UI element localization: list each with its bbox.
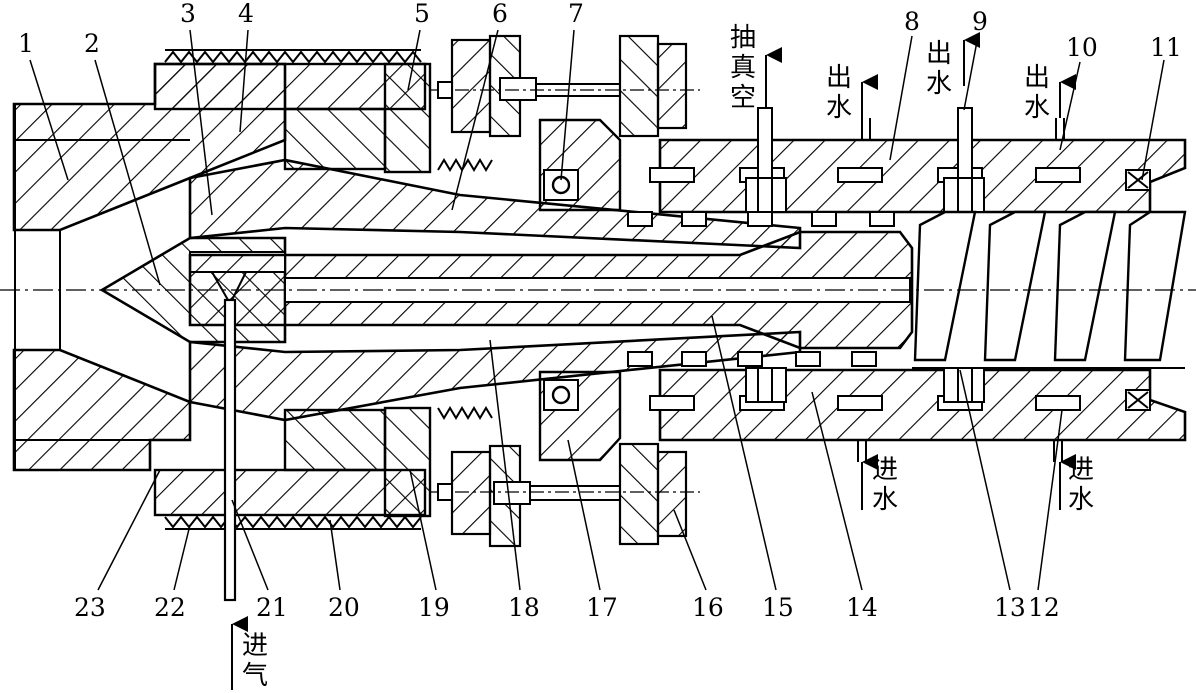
part-12-extruded-spiral [912, 210, 1187, 369]
svg-text:水: 水 [926, 69, 952, 99]
label-3: 3 [180, 0, 196, 28]
part-11-seal-bottom [1125, 389, 1151, 411]
label-22: 22 [154, 593, 186, 622]
svg-text:水: 水 [1068, 485, 1094, 515]
heater-band-top [164, 49, 422, 64]
label-6: 6 [492, 0, 508, 28]
label-10: 10 [1066, 33, 1098, 62]
svg-text:进: 进 [872, 455, 898, 485]
svg-text:出: 出 [1024, 63, 1050, 93]
part-19-flange-bottom [383, 406, 432, 518]
svg-text:真: 真 [730, 53, 756, 83]
flow-label-water-in-1: 进 水 [872, 455, 898, 515]
label-20: 20 [328, 593, 360, 622]
svg-text:进: 进 [1068, 455, 1094, 485]
heater-band-small-bottom [437, 406, 493, 420]
label-1: 1 [18, 29, 34, 58]
label-14: 14 [846, 593, 878, 622]
label-19: 19 [418, 593, 450, 622]
svg-text:空: 空 [730, 83, 756, 113]
svg-text:水: 水 [826, 93, 852, 123]
svg-text:出: 出 [826, 63, 852, 93]
vacuum-pipe-bottom [745, 367, 787, 403]
part-7-bearing-bottom [543, 379, 579, 411]
flow-label-water-out-1: 出 水 [826, 63, 852, 123]
inner-sleeve-teeth-top [627, 211, 895, 227]
part-11-seal-top [1125, 169, 1151, 191]
svg-text:水: 水 [872, 485, 898, 515]
flow-label-water-in-2: 进 水 [1068, 455, 1094, 515]
heater-band-bottom [164, 515, 422, 530]
label-11: 11 [1150, 33, 1182, 62]
leader-lines-top [29, 29, 1165, 286]
svg-text:水: 水 [1024, 93, 1050, 123]
label-16: 16 [692, 593, 724, 622]
flow-label-water-out-2: 出 水 [926, 39, 952, 99]
label-9: 9 [972, 7, 988, 36]
heater-band-small-top [437, 158, 493, 172]
svg-text:进: 进 [242, 631, 268, 661]
leader-lines-bottom [97, 315, 1063, 591]
svg-text:抽: 抽 [730, 23, 756, 53]
svg-text:出: 出 [926, 39, 952, 69]
label-21: 21 [256, 593, 288, 622]
label-12: 12 [1028, 593, 1060, 622]
label-5: 5 [414, 0, 430, 28]
label-23: 23 [74, 593, 106, 622]
svg-text:气: 气 [242, 661, 268, 691]
label-4: 4 [238, 0, 254, 28]
label-13: 13 [994, 593, 1026, 622]
part-14-cooling-jacket-bottom [658, 368, 1187, 442]
flow-label-air-in: 进 气 [242, 631, 268, 691]
label-18: 18 [508, 593, 540, 622]
label-8: 8 [904, 7, 920, 36]
label-15: 15 [762, 593, 794, 622]
flow-label-vacuum: 抽 真 空 [730, 23, 756, 113]
vacuum-pipe [745, 107, 787, 213]
label-2: 2 [84, 29, 100, 58]
inner-sleeve-teeth-bottom [627, 351, 877, 367]
flow-label-water-out-3: 出 水 [1024, 63, 1050, 123]
label-17: 17 [586, 593, 618, 622]
part-5-flange-top [383, 62, 432, 174]
flow-arrows [231, 32, 1076, 690]
part-16-bolt-assembly-bottom [430, 442, 700, 548]
label-7: 7 [568, 0, 584, 28]
part-8-cooling-jacket-top [658, 138, 1187, 214]
part-21-air-pipe [211, 271, 247, 602]
